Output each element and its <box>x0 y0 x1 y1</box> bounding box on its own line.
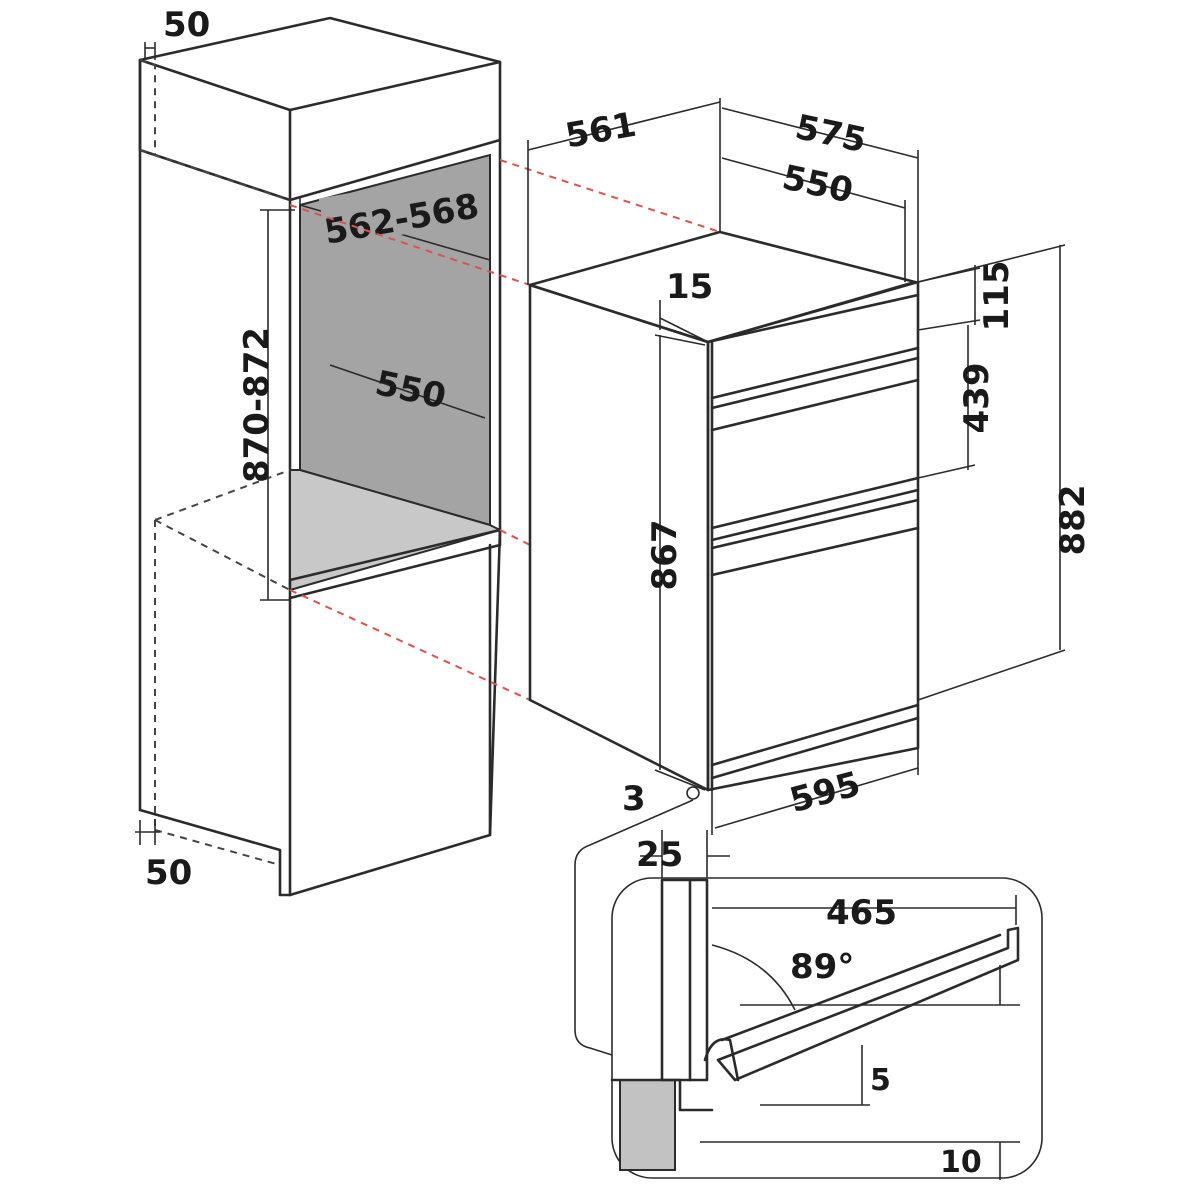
dim-total-width: 595 <box>711 748 919 835</box>
label-niche-height: 870-872 <box>237 327 277 483</box>
dim-top-offset: 50 <box>144 5 210 60</box>
label-total-height: 882 <box>1053 485 1093 556</box>
label-oven-depth-total: 575 <box>792 107 870 161</box>
alignment-lines <box>289 159 721 701</box>
label-bottom-gap: 3 <box>622 779 646 819</box>
dim-niche-width: 562-568 <box>299 174 491 268</box>
dim-frame-gap: 15 <box>659 267 713 343</box>
cabinet-wall-section <box>619 1079 676 1171</box>
label-clearance-10: 10 <box>940 1145 982 1180</box>
oven-body <box>528 230 920 792</box>
label-door-angle: 89° <box>790 947 854 987</box>
label-control-panel: 115 <box>977 261 1017 332</box>
dim-oven-depth-body: 561 <box>527 98 721 285</box>
dim-niche-height: 870-872 <box>237 209 295 601</box>
label-frame-gap: 15 <box>666 267 713 307</box>
label-bottom-offset: 50 <box>145 853 192 893</box>
dim-oven-depth-inner: 550 <box>721 157 906 282</box>
label-body-height: 867 <box>645 520 685 591</box>
dim-total-height: 882 <box>917 244 1093 701</box>
label-clearance-5: 5 <box>870 1063 891 1098</box>
tall-cabinet <box>138 16 503 897</box>
dim-control-panel: 115 <box>917 261 1017 332</box>
label-oven-depth-body: 561 <box>562 105 639 157</box>
dim-bottom-gap: 3 <box>622 779 700 819</box>
niche-floor <box>289 469 503 592</box>
dim-bottom-offset: 50 <box>135 820 192 893</box>
label-oven-depth-inner: 550 <box>779 158 857 212</box>
label-door-thickness: 25 <box>636 835 683 875</box>
dim-body-height: 867 <box>645 334 706 791</box>
label-top-offset: 50 <box>163 5 210 45</box>
dim-upper-cavity: 439 <box>917 325 997 479</box>
label-door-length: 465 <box>826 893 897 933</box>
door-detail-inset: 25 465 89° 5 10 <box>574 799 1043 1180</box>
label-upper-cavity: 439 <box>957 363 997 434</box>
